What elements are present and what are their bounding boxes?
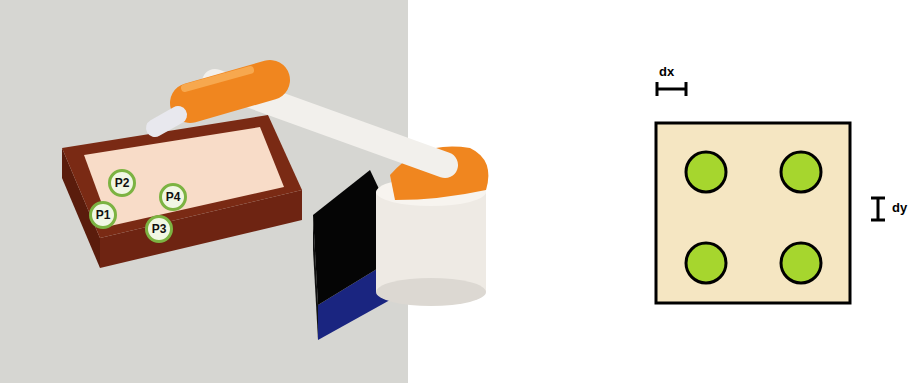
part-circle	[686, 243, 726, 283]
scene-background	[0, 0, 408, 383]
part-label: P3	[152, 222, 167, 236]
part-label: P4	[166, 190, 181, 204]
part-marker: P1	[89, 201, 117, 229]
forearm-highlight	[185, 70, 250, 88]
dy-bracket	[871, 198, 885, 220]
dimension-label: dx	[659, 64, 674, 79]
part-circle	[781, 152, 821, 192]
dimension-label: dy	[892, 200, 907, 215]
part-label: P2	[115, 176, 130, 190]
dx-bracket	[657, 82, 686, 96]
part-circle	[781, 243, 821, 283]
wrist	[155, 115, 178, 128]
part-marker: P4	[159, 183, 187, 211]
part-marker: P3	[145, 215, 173, 243]
cylinder-body	[376, 192, 486, 292]
tray-plan	[656, 123, 850, 303]
part-marker: P2	[108, 169, 136, 197]
tray-rim	[62, 115, 302, 238]
part-label: P1	[96, 208, 111, 222]
cylinder-bottom	[376, 278, 486, 306]
part-circle	[686, 152, 726, 192]
